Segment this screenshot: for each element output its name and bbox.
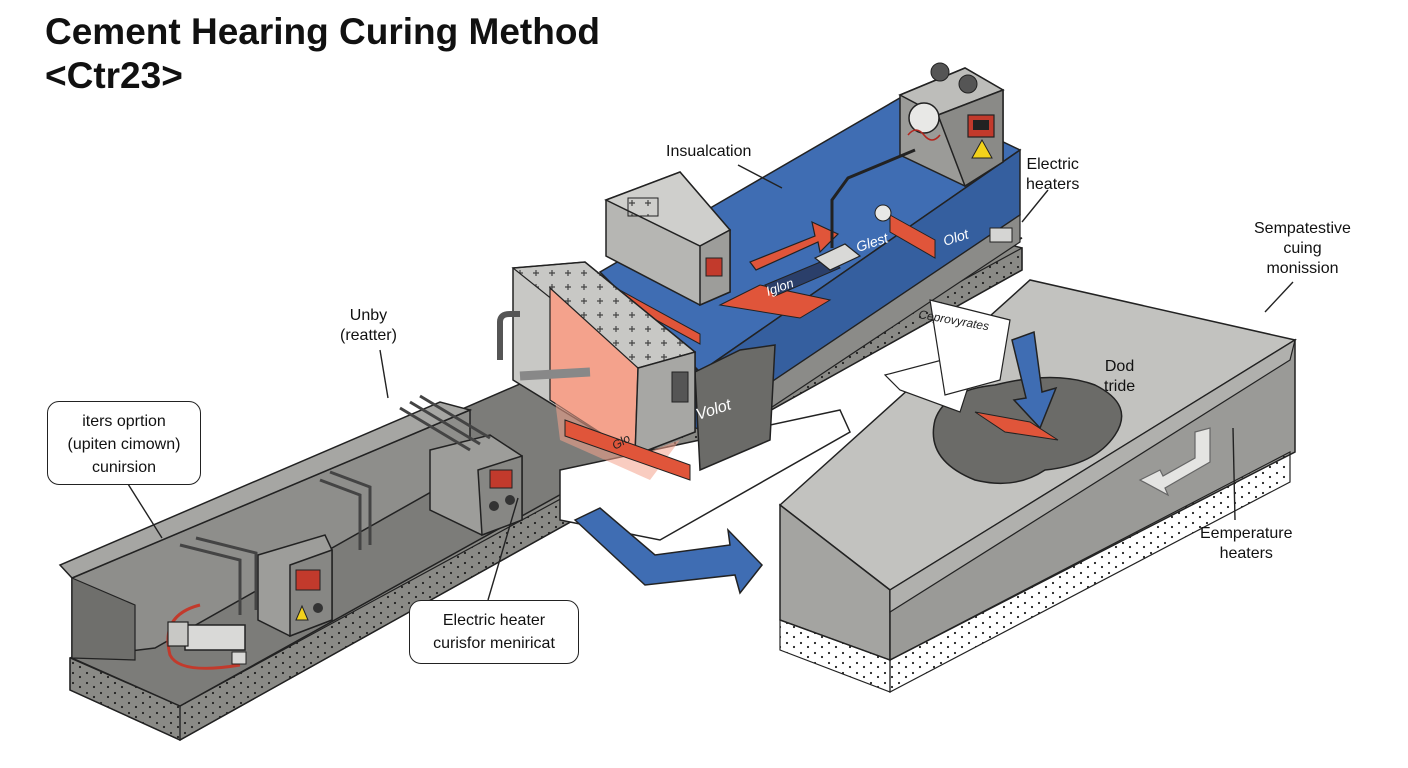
label-insulation: Insualcation xyxy=(666,143,752,160)
heater-unit-box xyxy=(604,171,732,307)
floor-guide-outline xyxy=(559,409,851,541)
title-line-1: Cement Hearing Curing Method xyxy=(45,11,601,52)
lower-control-box xyxy=(429,434,523,537)
page-title: Cement Hearing Curing Method <Ctr23> xyxy=(45,10,600,98)
flow-arrow-icon xyxy=(749,220,841,297)
warning-icon xyxy=(971,138,993,159)
electric-plug xyxy=(166,603,247,670)
flow-arrow-icon xyxy=(573,507,763,595)
heater-coil-icon xyxy=(907,129,941,141)
warning-icon xyxy=(295,604,309,621)
label-unby: Unby(reatter) xyxy=(340,307,397,344)
flow-arrow-icon xyxy=(1011,330,1058,430)
slab-text-olot: Olot xyxy=(941,225,971,248)
upper-control-box xyxy=(830,62,1005,248)
callout-electric-heater: Electric heater curisfor meniricat xyxy=(409,600,579,664)
title-line-2: <Ctr23> xyxy=(45,55,183,96)
bottom-control-box xyxy=(257,534,333,638)
leader-lines xyxy=(127,164,1294,601)
callout-iters-option: iters oprtion (upiten cimown) cunirsion xyxy=(47,401,201,485)
gauge-icon xyxy=(908,102,940,134)
flow-arrow-icon xyxy=(1138,427,1211,497)
pipes xyxy=(179,394,491,615)
right-concrete-block xyxy=(778,279,1297,693)
